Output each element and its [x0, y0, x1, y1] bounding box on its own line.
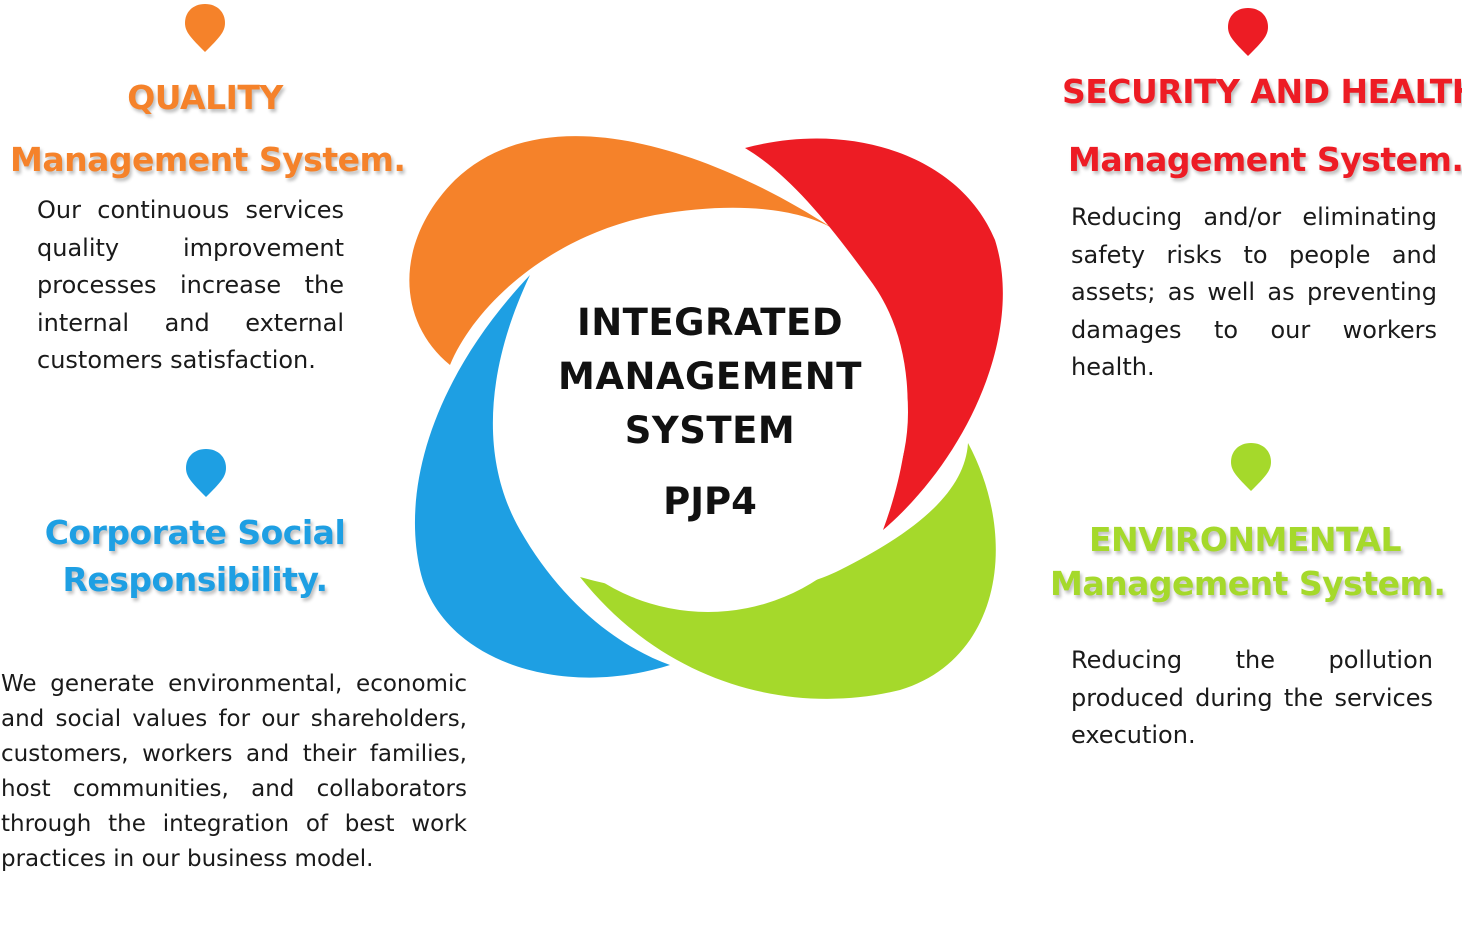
environmental-subtitle: Management System. — [1050, 564, 1446, 603]
center-title: INTEGRATED MANAGEMENT SYSTEM — [520, 296, 900, 458]
map-pin-icon — [185, 4, 225, 52]
environmental-petal — [580, 443, 996, 699]
csr-description: We generate environmental, economic and … — [1, 671, 467, 872]
csr-subtitle: Responsibility. — [62, 560, 328, 599]
security-petal — [745, 138, 1003, 530]
integrated-system-wheel — [409, 136, 1003, 699]
map-pin-icon — [186, 449, 226, 497]
map-pin-icon — [1228, 8, 1268, 56]
security-description: Reducing and/or eliminating safety risks… — [1071, 203, 1437, 381]
center-code: PJP4 — [663, 480, 757, 523]
environmental-description: Reducing the pollution produced during t… — [1071, 646, 1433, 749]
security-title: SECURITY AND HEALTH — [1062, 72, 1462, 111]
csr-title: Corporate Social — [44, 513, 346, 552]
center-title-line: MANAGEMENT — [558, 355, 862, 398]
center-title-line: SYSTEM — [624, 409, 796, 452]
csr-petal — [414, 275, 670, 678]
environmental-title: ENVIRONMENTAL — [1088, 520, 1402, 559]
map-pin-icon — [1231, 443, 1271, 491]
quality-title: QUALITY — [127, 78, 283, 117]
quality-description: Our continuous services quality improvem… — [37, 196, 344, 374]
wheel-center-disc — [508, 212, 908, 612]
center-title-line: INTEGRATED — [576, 301, 844, 344]
quality-subtitle: Management System. — [10, 140, 406, 179]
quality-petal — [409, 136, 832, 365]
security-subtitle: Management System. — [1068, 140, 1462, 179]
